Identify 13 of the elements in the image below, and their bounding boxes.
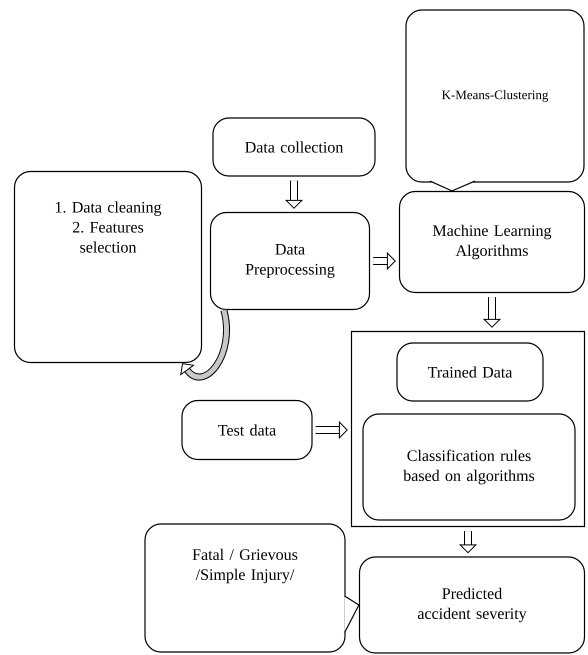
- process-box: Classification rules based on algorithms: [362, 413, 576, 521]
- callout-pointer: [429, 180, 476, 192]
- process-box: Test data: [181, 400, 313, 460]
- callout-box: 1. Data cleaning 2. Features selection: [14, 170, 202, 364]
- process-box: Data Preprocessing: [210, 212, 370, 310]
- callout-pointer: [344, 595, 360, 634]
- process-box: Data collection: [212, 117, 376, 177]
- callout-box: Fatal / Grievous /Simple Injury/: [144, 523, 346, 653]
- process-box: Predicted accident severity: [358, 556, 586, 654]
- curved-arrow: [180, 309, 230, 380]
- callout-box: K-Means-Clustering: [405, 9, 585, 183]
- process-box: Machine Learning Algorithms: [398, 190, 586, 294]
- process-box: Trained Data: [396, 342, 544, 402]
